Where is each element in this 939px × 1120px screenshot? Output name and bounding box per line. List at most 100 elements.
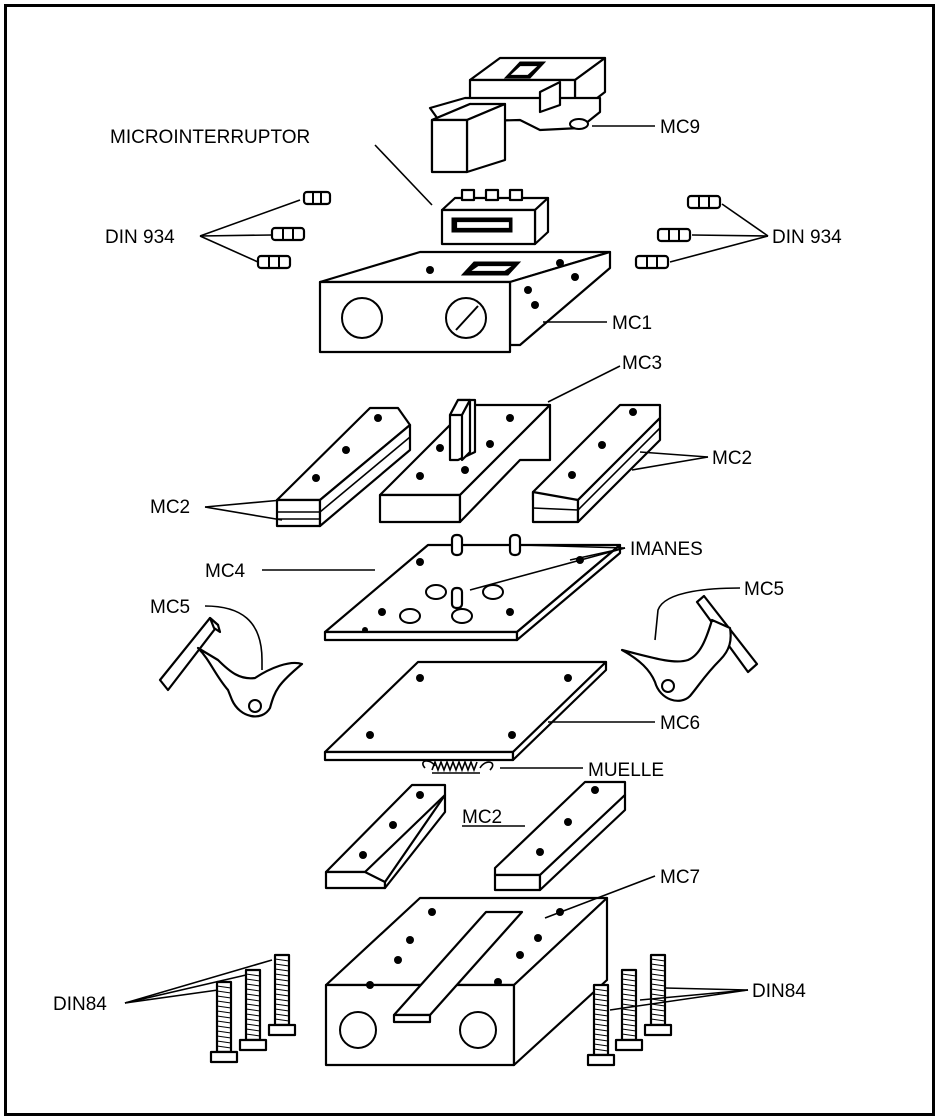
label-mc5-right: MC5	[744, 579, 784, 600]
part-mc1	[318, 250, 612, 354]
screw-thread-line	[245, 1018, 261, 1022]
screw-thread-line	[593, 1008, 609, 1012]
screw-thread-line	[216, 1035, 232, 1039]
screw-thread-line	[650, 973, 666, 977]
screw-thread-line	[216, 990, 232, 994]
screw-thread-line	[621, 1028, 637, 1032]
screw-thread-line	[621, 1013, 637, 1017]
screw-thread-line	[621, 973, 637, 977]
label-din84-left: DIN84	[53, 994, 107, 1015]
screw-thread-line	[245, 988, 261, 992]
screw-thread-line	[621, 1033, 637, 1037]
screw-thread-line	[274, 958, 290, 962]
screw-thread-line	[593, 1033, 609, 1037]
screw-thread-line	[621, 993, 637, 997]
imanes-magnets	[450, 533, 522, 610]
label-mc1: MC1	[612, 313, 652, 334]
label-mc9: MC9	[660, 117, 700, 138]
screw-thread-line	[216, 995, 232, 999]
screw-thread-line	[650, 978, 666, 982]
screw-thread-line	[621, 998, 637, 1002]
part-mc7	[324, 896, 609, 1067]
screw-thread-line	[621, 983, 637, 987]
screw-thread-line	[593, 1013, 609, 1017]
screw-thread-line	[274, 973, 290, 977]
screw-thread-line	[216, 1030, 232, 1034]
screw-thread-line	[216, 1010, 232, 1014]
label-din934-right: DIN 934	[772, 227, 842, 248]
nuts-din934-left	[256, 190, 332, 270]
screw-thread-line	[245, 978, 261, 982]
label-microinterruptor: MICROINTERRUPTOR	[110, 127, 310, 148]
screw-thread-line	[621, 1023, 637, 1027]
label-din84-right: DIN84	[752, 981, 806, 1002]
screw-thread-line	[593, 1003, 609, 1007]
screw-thread-line	[216, 985, 232, 989]
screw-thread-line	[216, 1015, 232, 1019]
screw-thread-line	[650, 988, 666, 992]
label-mc4: MC4	[205, 561, 246, 582]
screw-thread-line	[245, 1023, 261, 1027]
label-din934-left: DIN 934	[105, 227, 175, 248]
screw-thread-line	[274, 963, 290, 967]
screw-thread-line	[245, 1013, 261, 1017]
label-mc2-left: MC2	[150, 497, 190, 518]
screw-thread-line	[593, 998, 609, 1002]
screw-thread-line	[650, 963, 666, 967]
screw-thread-line	[274, 988, 290, 992]
screw-thread-line	[245, 1033, 261, 1037]
screw-thread-line	[621, 1003, 637, 1007]
part-mc5-right	[620, 594, 759, 702]
label-mc5-left: MC5	[150, 597, 190, 618]
screw-thread-line	[621, 1018, 637, 1022]
screw-thread-line	[593, 1043, 609, 1047]
screw-thread-line	[274, 983, 290, 987]
screw-thread-line	[593, 988, 609, 992]
screw-thread-line	[274, 1003, 290, 1007]
screw-threads	[216, 958, 666, 1052]
screw-thread-line	[593, 993, 609, 997]
part-mc2-left	[275, 406, 412, 528]
screw-thread-line	[245, 1003, 261, 1007]
label-imanes: IMANES	[630, 539, 703, 560]
screw-thread-line	[216, 1020, 232, 1024]
screw-thread-line	[650, 968, 666, 972]
screw-thread-line	[650, 1008, 666, 1012]
screw-thread-line	[650, 1018, 666, 1022]
screw-thread-line	[650, 958, 666, 962]
screw-thread-line	[216, 1005, 232, 1009]
screw-thread-line	[274, 1013, 290, 1017]
leader-lines	[124, 125, 769, 1011]
label-mc2-right: MC2	[712, 448, 752, 469]
screw-thread-line	[650, 1013, 666, 1017]
screw-thread-line	[216, 1045, 232, 1049]
part-mc2-right	[531, 403, 662, 524]
screw-thread-line	[245, 1008, 261, 1012]
screw-thread-line	[274, 998, 290, 1002]
screw-thread-line	[245, 1028, 261, 1032]
label-muelle: MUELLE	[588, 760, 664, 781]
screw-thread-line	[274, 968, 290, 972]
nuts-din934-right	[634, 194, 722, 270]
screw-thread-line	[593, 1038, 609, 1042]
part-mc6	[323, 660, 608, 762]
screw-thread-line	[245, 983, 261, 987]
part-mc5-left	[158, 616, 304, 718]
part-mc3	[378, 398, 552, 524]
screw-thread-line	[650, 983, 666, 987]
screw-thread-line	[274, 978, 290, 982]
labels: MICROINTERRUPTOR MC9 DIN 934 DIN 934 MC1…	[53, 117, 842, 1015]
screw-thread-line	[621, 978, 637, 982]
screws-din84-left	[209, 953, 297, 1064]
screw-thread-line	[621, 988, 637, 992]
part-mc9	[428, 56, 607, 174]
screw-thread-line	[216, 1000, 232, 1004]
screw-thread-line	[650, 993, 666, 997]
screw-thread-line	[245, 993, 261, 997]
label-mc7: MC7	[660, 867, 700, 888]
label-mc3: MC3	[622, 353, 662, 374]
part-mc2-bottom-left	[324, 783, 447, 890]
screw-thread-line	[593, 1023, 609, 1027]
screw-thread-line	[621, 1008, 637, 1012]
